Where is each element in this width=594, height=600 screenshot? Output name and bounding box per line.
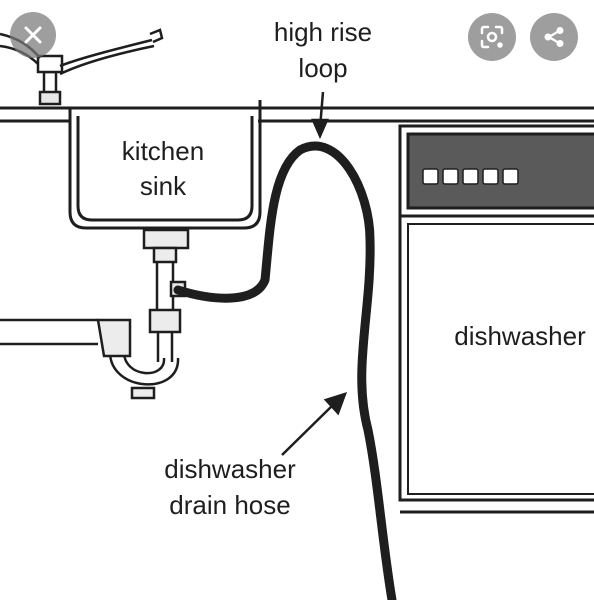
close-button[interactable]: [10, 12, 56, 58]
dishwasher-button-5: [502, 168, 519, 185]
drain-hose-arrow: [281, 392, 348, 456]
drain-hose-label-line2: drain hose: [169, 490, 290, 520]
lens-search-button[interactable]: [468, 13, 516, 61]
kitchen-sink-label-line2: sink: [140, 171, 187, 201]
dishwasher-button-4: [482, 168, 499, 185]
dishwasher-button-3: [462, 168, 479, 185]
dishwasher-button-1: [422, 168, 439, 185]
share-button[interactable]: [530, 13, 578, 61]
drain-hose-label-line1: dishwasher: [164, 454, 296, 484]
dishwasher-buttons: [422, 168, 519, 185]
high-rise-loop-label-line2: loop: [298, 53, 347, 83]
lens-search-icon: [480, 25, 504, 49]
high-rise-loop-arrow: [311, 91, 329, 140]
countertop: [0, 106, 594, 123]
share-icon: [544, 27, 564, 47]
close-icon: [24, 26, 42, 44]
dishwasher-appliance: [398, 124, 594, 514]
p-trap-plumbing: [0, 228, 190, 400]
dishwasher-button-2: [442, 168, 459, 185]
high-rise-loop-label-line1: high rise: [274, 17, 372, 47]
kitchen-sink: [68, 100, 262, 230]
kitchen-sink-label-line1: kitchen: [122, 136, 204, 166]
dishwasher-label: dishwasher: [454, 321, 586, 351]
drain-hose: [173, 141, 397, 600]
